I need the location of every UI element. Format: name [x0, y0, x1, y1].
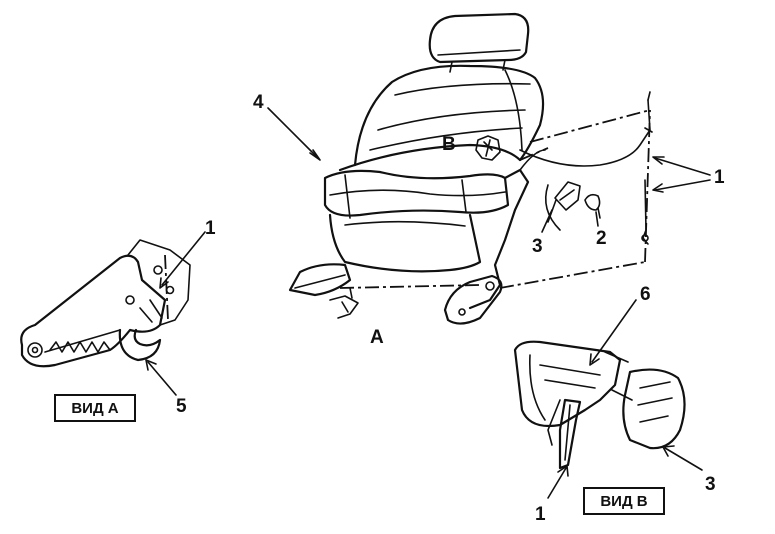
side-frame — [468, 168, 530, 310]
seat-cushion-sides — [344, 174, 467, 219]
label-1-right: 1 — [714, 167, 725, 188]
view-a-pivot-center — [31, 346, 39, 354]
leader-1-upper-arrow — [652, 156, 665, 165]
seat-illustration — [288, 12, 653, 325]
view-a-caption-box — [54, 394, 136, 422]
release-cable-upper — [519, 99, 651, 167]
view-b-plates — [539, 364, 601, 389]
headrest-detail — [437, 49, 521, 56]
leader-1-left-arrow — [159, 277, 169, 289]
view-b-caption: ВИД В — [583, 487, 665, 515]
seat-back — [353, 64, 545, 167]
view-a-arm — [20, 254, 167, 368]
view-b-detail — [513, 299, 703, 499]
label-letter-a: A — [370, 327, 384, 348]
handle-bracket — [544, 184, 561, 231]
view-b-caption-box — [583, 487, 665, 515]
view-a-hook — [118, 328, 162, 362]
leader-1-bottom-arrow — [557, 465, 569, 477]
handle-part-2-stem — [597, 207, 601, 219]
view-a-detail — [20, 231, 206, 396]
cable-route-bottom — [499, 261, 646, 289]
view-a-detail-lines — [139, 299, 163, 323]
leader-3-bottom-arrow — [662, 445, 675, 457]
view-a-cable — [164, 254, 169, 321]
cable-route-front — [339, 284, 481, 289]
view-a-bracket — [127, 239, 191, 326]
rail-right-bolt — [485, 281, 495, 291]
leader-3-bottom — [664, 447, 703, 471]
leader-5 — [147, 361, 177, 396]
rail-left — [288, 263, 352, 297]
label-1-bottom: 1 — [535, 504, 546, 525]
label-5: 5 — [176, 396, 187, 417]
seat-base — [328, 213, 482, 273]
seat-lever-link — [349, 287, 353, 299]
leader-1-left — [161, 231, 206, 286]
recliner-mechanism — [475, 135, 501, 161]
seat-back-seam-3 — [394, 82, 531, 96]
cable-route-right — [644, 109, 651, 263]
rail-right — [443, 274, 503, 325]
view-a-bolt-3 — [125, 295, 135, 305]
leader-4-arrow — [309, 149, 321, 161]
view-b-handle-link — [547, 399, 561, 446]
view-a-pivot — [27, 342, 43, 358]
seat-lever-a — [329, 295, 359, 319]
label-2: 2 — [596, 228, 607, 249]
cable-route-back — [519, 147, 549, 161]
label-6: 6 — [640, 284, 651, 305]
view-b-handle-detail — [564, 404, 571, 461]
view-b-inner-edge — [528, 354, 546, 421]
view-a-bolt-1 — [153, 265, 163, 275]
leader-1-lower — [654, 179, 711, 191]
leader-1-lower-arrow — [652, 183, 664, 193]
leader-6 — [591, 299, 637, 363]
seat-base-seam — [344, 220, 466, 227]
handle-part-2 — [584, 193, 601, 211]
leader-3-mid — [541, 209, 553, 233]
leader-lines-main — [267, 107, 711, 233]
view-b-caption-text: ВИД В — [600, 493, 647, 510]
seat-cushion — [323, 169, 510, 217]
view-b-handle — [558, 398, 582, 470]
leader-5-arrow — [145, 359, 157, 371]
leader-1-bottom — [547, 467, 567, 499]
handle-part-3 — [554, 181, 581, 211]
view-a-rod — [44, 329, 121, 353]
label-letter-b: B — [442, 134, 456, 155]
label-3-mid: 3 — [532, 236, 543, 257]
label-4: 4 — [253, 92, 264, 113]
seat-back-seam-1 — [377, 109, 526, 131]
view-b-frame — [513, 340, 622, 428]
view-a-caption: ВИД А — [54, 394, 136, 422]
view-b-pad-lines — [637, 381, 673, 423]
release-cable-end-upper — [644, 91, 653, 133]
rail-left-detail — [294, 274, 346, 289]
leader-1-upper — [654, 157, 711, 176]
headrest — [428, 12, 530, 64]
view-b-pad — [622, 368, 686, 450]
view-a-spring — [49, 341, 111, 353]
cable-route-top — [529, 109, 651, 143]
leader-6-arrow — [589, 353, 600, 366]
rail-right-bolt-2 — [458, 308, 466, 316]
seat-back-lower — [338, 143, 522, 172]
leader-2 — [595, 211, 599, 227]
leader-4 — [267, 107, 319, 159]
seat-back-seam-2 — [369, 127, 523, 151]
release-cable-fitting — [641, 234, 649, 242]
label-1-left: 1 — [205, 218, 216, 239]
callout-labels: 1 2 3 4 B A 1 5 6 1 3 — [176, 92, 725, 525]
seat-back-side — [504, 69, 523, 151]
view-a-caption-text: ВИД А — [71, 400, 118, 417]
seat-cushion-seam — [329, 189, 506, 197]
view-b-connectors — [604, 351, 633, 401]
label-3-bottom: 3 — [705, 474, 716, 495]
